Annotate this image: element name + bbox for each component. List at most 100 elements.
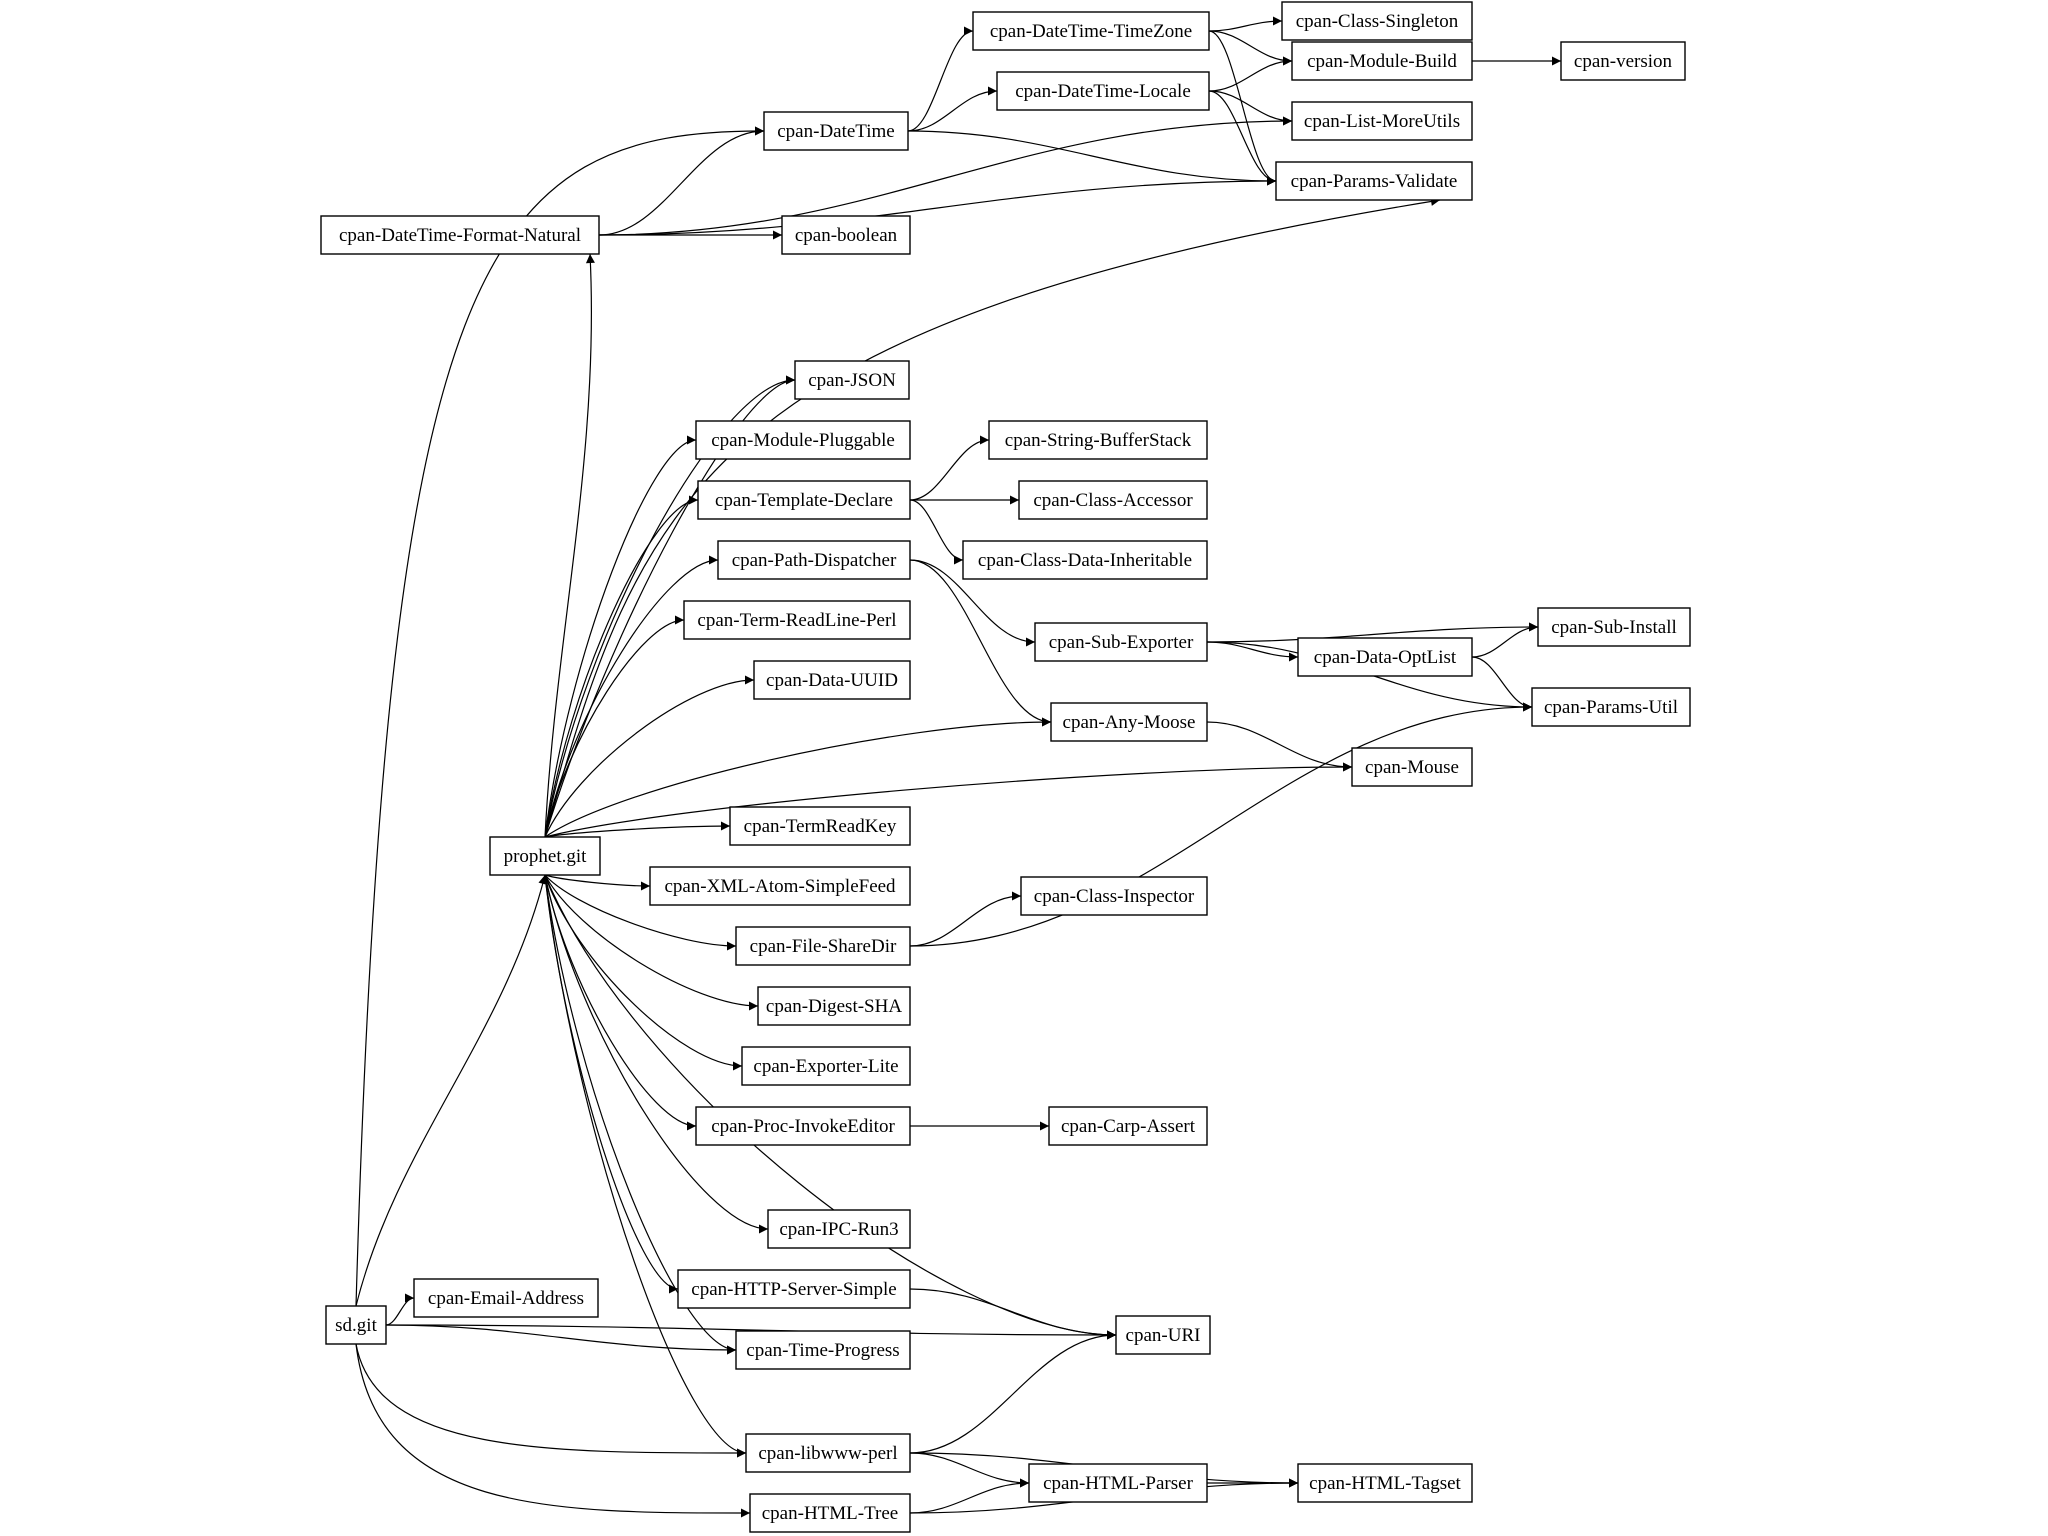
node-box — [729, 806, 911, 846]
node-cpan-datetime-locale: cpan-DateTime-Locale — [996, 71, 1210, 111]
edge-cpan-template-declare-to-cpan-class-data-inheritable — [909, 499, 964, 565]
node-label: cpan-DateTime — [777, 121, 895, 142]
node-cpan-class-inspector: cpan-Class-Inspector — [1020, 876, 1208, 916]
edge-sd-git-to-cpan-html-tree — [355, 1343, 751, 1518]
node-box — [1018, 480, 1208, 520]
edge-sd-git-to-cpan-libwww-perl — [355, 1343, 747, 1458]
node-box — [1291, 101, 1473, 141]
node-box — [1115, 1315, 1211, 1355]
node-cpan-uri: cpan-URI — [1115, 1315, 1211, 1355]
edge-cpan-html-tree-to-cpan-html-parser — [909, 1478, 1030, 1514]
edge-cpan-file-sharedir-to-cpan-class-inspector — [909, 891, 1022, 947]
node-label: cpan-HTML-Tagset — [1309, 1473, 1461, 1494]
edge-prophet-git-to-cpan-any-moose — [544, 717, 1052, 838]
node-box — [1537, 607, 1691, 647]
node-label: cpan-Email-Address — [428, 1288, 584, 1309]
node-label: cpan-Sub-Install — [1551, 617, 1677, 638]
edge-prophet-git-to-cpan-time-progress — [544, 874, 737, 1355]
node-box — [962, 540, 1208, 580]
node-box — [413, 1278, 599, 1318]
edge-prophet-git-to-cpan-datetime-format-natural — [544, 253, 595, 838]
node-label: cpan-URI — [1126, 1325, 1201, 1346]
node-label: cpan-List-MoreUtils — [1304, 111, 1460, 132]
node-label: cpan-libwww-perl — [758, 1443, 897, 1464]
node-cpan-datetime-timezone: cpan-DateTime-TimeZone — [972, 11, 1210, 51]
edge-prophet-git-to-cpan-libwww-perl — [544, 874, 747, 1458]
edge-cpan-path-dispatcher-to-cpan-sub-exporter — [909, 559, 1036, 647]
node-cpan-module-pluggable: cpan-Module-Pluggable — [695, 420, 911, 460]
edge-sd-git-to-cpan-time-progress — [385, 1324, 737, 1355]
node-box — [1291, 41, 1473, 81]
node-label: cpan-Data-OptList — [1314, 647, 1457, 668]
node-label: cpan-Exporter-Lite — [753, 1056, 898, 1077]
edge-cpan-http-server-simple-to-cpan-uri — [909, 1288, 1117, 1340]
edge-cpan-path-dispatcher-to-cpan-any-moose — [909, 559, 1052, 727]
node-box — [695, 420, 911, 460]
node-box — [683, 600, 911, 640]
node-label: cpan-HTTP-Server-Simple — [691, 1279, 896, 1300]
edge-cpan-datetime-to-cpan-params-validate — [907, 130, 1277, 186]
edge-prophet-git-to-cpan-ipc-run3 — [544, 874, 769, 1234]
node-label: cpan-Params-Util — [1544, 697, 1678, 718]
node-label: cpan-version — [1574, 51, 1673, 72]
node-cpan-mouse: cpan-Mouse — [1351, 747, 1473, 787]
edge-cpan-data-optlist-to-cpan-sub-install — [1471, 622, 1539, 658]
edge-cpan-datetime-format-natural-to-cpan-datetime — [598, 126, 765, 236]
node-box — [753, 660, 911, 700]
node-sd-git: sd.git — [325, 1305, 387, 1345]
node-cpan-digest-sha: cpan-Digest-SHA — [757, 986, 911, 1026]
node-box — [677, 1269, 911, 1309]
node-label: cpan-Module-Build — [1307, 51, 1457, 72]
node-cpan-term-readline-perl: cpan-Term-ReadLine-Perl — [683, 600, 911, 640]
node-box — [757, 986, 911, 1026]
node-cpan-string-bufferstack: cpan-String-BufferStack — [988, 420, 1208, 460]
edge-prophet-git-to-cpan-file-sharedir — [544, 874, 737, 951]
node-cpan-data-uuid: cpan-Data-UUID — [753, 660, 911, 700]
node-cpan-any-moose: cpan-Any-Moose — [1050, 702, 1208, 742]
node-label: cpan-Proc-InvokeEditor — [711, 1116, 895, 1137]
node-box — [794, 360, 910, 400]
node-cpan-proc-invokeeditor: cpan-Proc-InvokeEditor — [695, 1106, 911, 1146]
node-box — [741, 1046, 911, 1086]
node-box — [749, 1493, 911, 1533]
edge-cpan-datetime-format-natural-to-cpan-params-validate — [598, 176, 1277, 236]
node-box — [996, 71, 1210, 111]
node-cpan-version: cpan-version — [1560, 41, 1686, 81]
edge-sd-git-to-cpan-datetime — [355, 126, 765, 1307]
node-cpan-http-server-simple: cpan-HTTP-Server-Simple — [677, 1269, 911, 1309]
node-box — [781, 215, 911, 255]
node-box — [763, 111, 909, 151]
node-cpan-xml-atom-simplefeed: cpan-XML-Atom-SimpleFeed — [649, 866, 911, 906]
edge-cpan-datetime-to-cpan-datetime-locale — [907, 86, 998, 132]
edge-cpan-datetime-format-natural-to-cpan-list-moreutils — [598, 116, 1293, 236]
edge-prophet-git-to-cpan-path-dispatcher — [544, 555, 719, 838]
nodes-layer: cpan-Class-Singleton cpan-DateTime-TimeZo… — [320, 1, 1691, 1533]
node-label: cpan-Carp-Assert — [1061, 1116, 1196, 1137]
node-label: cpan-Template-Declare — [715, 490, 893, 511]
edge-cpan-datetime-timezone-to-cpan-params-validate — [1208, 30, 1277, 186]
node-prophet-git: prophet.git — [489, 836, 601, 876]
node-cpan-sub-exporter: cpan-Sub-Exporter — [1034, 622, 1208, 662]
node-cpan-file-sharedir: cpan-File-ShareDir — [735, 926, 911, 966]
edge-prophet-git-to-cpan-http-server-simple — [544, 874, 679, 1294]
node-cpan-termreadkey: cpan-TermReadKey — [729, 806, 911, 846]
node-cpan-class-singleton: cpan-Class-Singleton — [1281, 1, 1473, 41]
node-cpan-class-data-inheritable: cpan-Class-Data-Inheritable — [962, 540, 1208, 580]
node-label: cpan-HTML-Tree — [762, 1503, 898, 1524]
edge-cpan-datetime-locale-to-cpan-list-moreutils — [1208, 90, 1293, 126]
node-label: cpan-Params-Validate — [1291, 171, 1458, 192]
edge-sd-git-to-cpan-uri — [385, 1324, 1117, 1340]
node-box — [697, 480, 911, 520]
node-cpan-libwww-perl: cpan-libwww-perl — [745, 1433, 911, 1473]
node-label: cpan-String-BufferStack — [1005, 430, 1192, 451]
node-box — [972, 11, 1210, 51]
node-cpan-exporter-lite: cpan-Exporter-Lite — [741, 1046, 911, 1086]
node-label: sd.git — [335, 1315, 377, 1336]
edge-cpan-sub-exporter-to-cpan-sub-install — [1206, 622, 1539, 643]
node-label: cpan-DateTime-Format-Natural — [339, 225, 581, 246]
node-cpan-module-build: cpan-Module-Build — [1291, 41, 1473, 81]
edge-prophet-git-to-cpan-term-readline-perl — [544, 615, 685, 838]
node-cpan-path-dispatcher: cpan-Path-Dispatcher — [717, 540, 911, 580]
node-cpan-list-moreutils: cpan-List-MoreUtils — [1291, 101, 1473, 141]
node-box — [649, 866, 911, 906]
